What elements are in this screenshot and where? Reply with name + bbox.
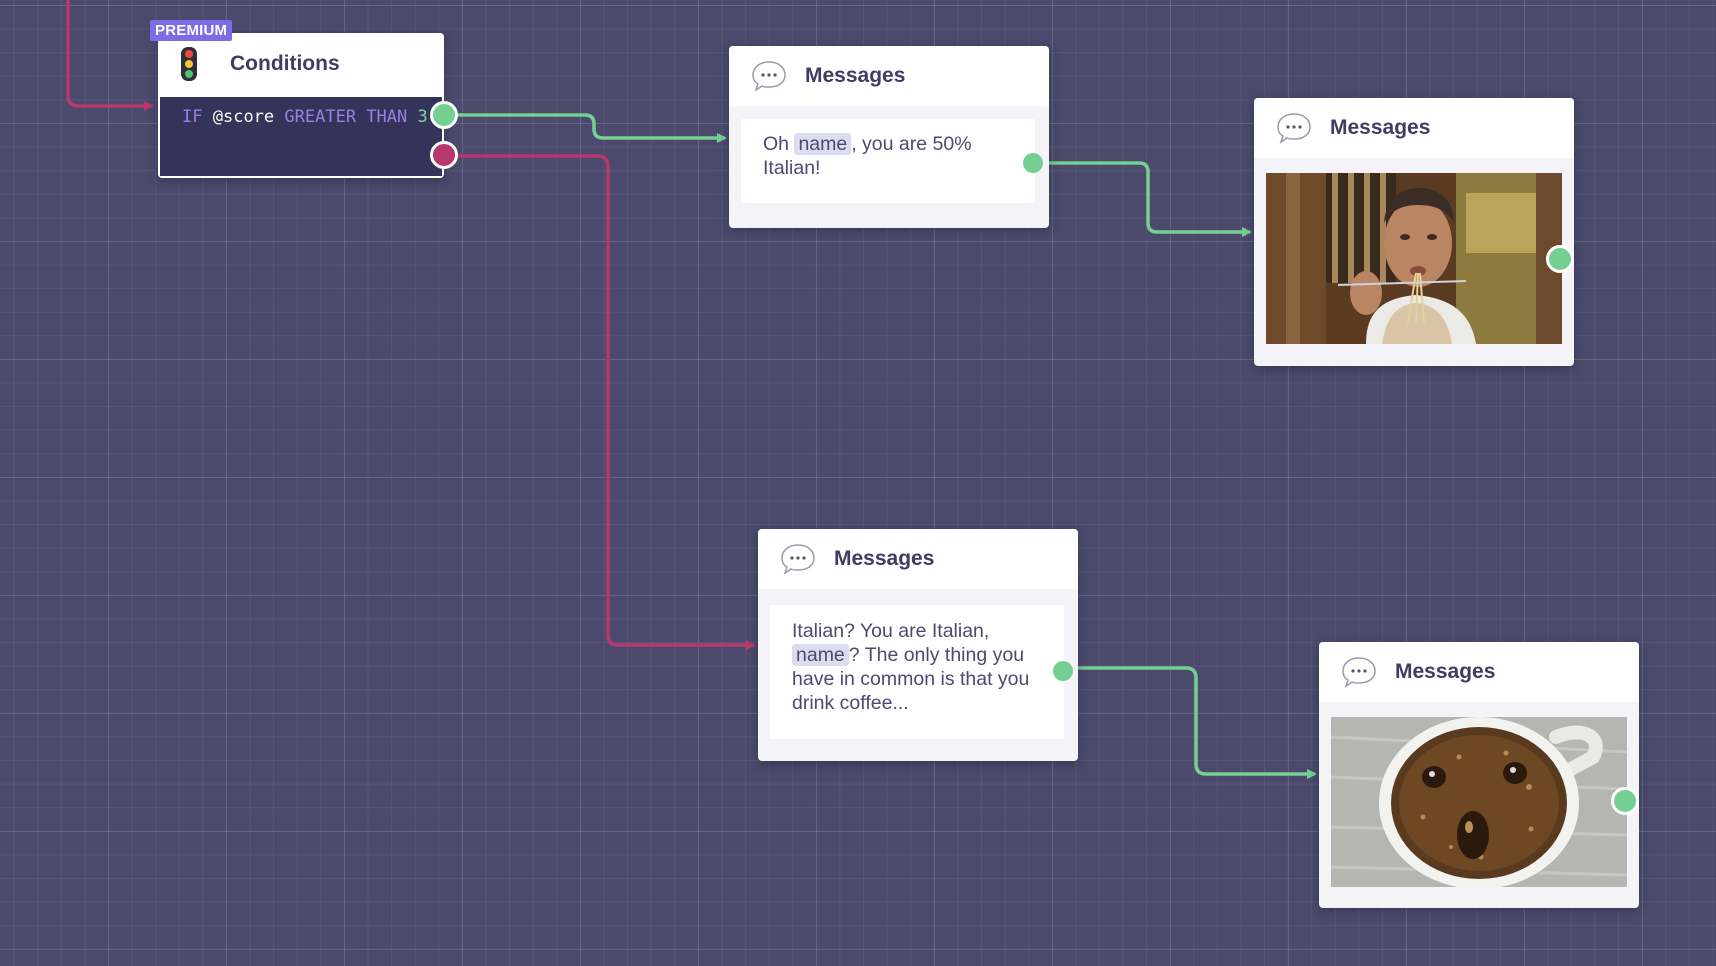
messages-node-2-output-port[interactable]	[1546, 245, 1574, 273]
messages-node-4-title: Messages	[1395, 660, 1496, 683]
messages-node-1-title: Messages	[805, 64, 906, 87]
messages-node-4[interactable]: Messages	[1319, 642, 1639, 908]
messages-node-2-header[interactable]: Messages	[1254, 98, 1574, 158]
connector-msg1-to-msg2	[1044, 161, 1252, 237]
connector-msg3-to-msg4	[1073, 666, 1317, 779]
messages-node-1-header[interactable]: Messages	[729, 46, 1049, 106]
name-variable-chip[interactable]: name	[792, 644, 849, 666]
premium-badge: PREMIUM	[150, 20, 233, 41]
man-eating-spaghetti-illustration	[1266, 173, 1562, 344]
message-text-1[interactable]: Oh name, you are 50% Italian!	[741, 119, 1035, 203]
messages-node-4-output-port[interactable]	[1611, 787, 1639, 815]
messages-node-1-output-port[interactable]	[1023, 153, 1043, 173]
conditions-node-header[interactable]: Conditions	[158, 33, 444, 95]
message-text-3-after: ? The only thing you have in common is t…	[792, 644, 1030, 714]
condition-operator: GREATER THAN	[284, 107, 408, 127]
chat-bubble-icon	[1277, 113, 1311, 144]
condition-variable: @score	[212, 107, 275, 127]
coffee-image[interactable]	[1331, 717, 1627, 887]
messages-node-3-header[interactable]: Messages	[758, 529, 1078, 589]
condition-expression[interactable]: IF @score GREATER THAN 3	[160, 97, 442, 176]
condition-true-output-port[interactable]	[430, 101, 458, 129]
conditions-node[interactable]: Conditions IF @score GREATER THAN 3	[158, 33, 444, 178]
chat-bubble-icon	[781, 544, 815, 575]
traffic-light-icon	[181, 47, 197, 81]
messages-node-2-title: Messages	[1330, 116, 1431, 139]
name-variable-chip[interactable]: name	[794, 133, 852, 155]
messages-node-4-header[interactable]: Messages	[1319, 642, 1639, 702]
true-branch-connector	[458, 113, 727, 143]
spaghetti-image[interactable]	[1266, 173, 1562, 344]
messages-node-3-output-port[interactable]	[1053, 661, 1073, 681]
chat-bubble-icon	[1342, 657, 1376, 688]
condition-false-output-port[interactable]	[430, 141, 458, 169]
chat-bubble-icon	[752, 61, 786, 92]
message-text-1-after: , you are 50% Italian!	[763, 133, 972, 179]
message-text-1-before: Oh	[763, 133, 795, 155]
messages-node-3-title: Messages	[834, 547, 935, 570]
messages-node-3[interactable]: Messages Italian? You are Italian, name?…	[758, 529, 1078, 761]
false-branch-connector	[458, 154, 756, 650]
condition-if-keyword: IF	[182, 107, 203, 127]
surprised-coffee-cup-illustration	[1331, 717, 1627, 887]
condition-value: 3	[417, 107, 428, 127]
messages-node-1[interactable]: Messages Oh name, you are 50% Italian!	[729, 46, 1049, 228]
conditions-title: Conditions	[230, 52, 340, 75]
incoming-connector	[66, 0, 154, 111]
messages-node-2[interactable]: Messages	[1254, 98, 1574, 366]
message-text-3[interactable]: Italian? You are Italian, name? The only…	[770, 605, 1064, 739]
message-text-3-before: Italian? You are Italian,	[792, 620, 990, 642]
